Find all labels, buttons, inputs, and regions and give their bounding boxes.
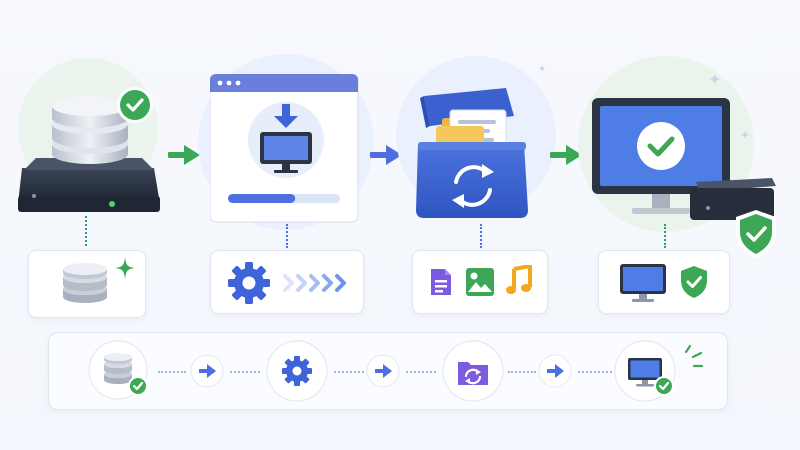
music-note-icon (505, 265, 533, 297)
dotted-connector (230, 371, 260, 373)
summary-step-monitor-check (614, 340, 680, 404)
database-icon (59, 261, 111, 309)
sparkle-icon (115, 257, 135, 279)
dotted-connector (664, 224, 666, 248)
dotted-connector (286, 224, 288, 248)
dotted-connector (406, 371, 436, 373)
destination-detail-card (598, 250, 730, 314)
dotted-connector (508, 371, 536, 373)
sync-detail-card (412, 250, 548, 314)
install-progress-fill (228, 194, 296, 203)
shield-check-icon (732, 208, 780, 260)
download-window-icon (210, 74, 360, 224)
dotted-connector (334, 371, 364, 373)
arrow-right-icon (366, 354, 400, 388)
install-detail-card (210, 250, 364, 314)
monitor-icon (619, 263, 667, 303)
sparkle-icon: ✦ (740, 128, 751, 142)
sparkle-icon: ✦ (538, 64, 547, 75)
summary-step-folder-sync (442, 340, 504, 402)
arrow-right-icon (550, 143, 584, 167)
source-check-badge-icon (116, 86, 154, 124)
arrow-right-icon (370, 143, 404, 167)
chevrons-right-icon (283, 273, 349, 293)
summary-step-database-check (88, 340, 152, 404)
image-icon (465, 267, 495, 297)
summary-step-gear (266, 340, 328, 402)
dotted-connector (158, 371, 186, 373)
dotted-connector (578, 371, 612, 373)
dotted-connector (480, 224, 482, 248)
dotted-connector (85, 216, 87, 246)
database-server-icon (14, 96, 164, 226)
arrow-right-icon (168, 143, 202, 167)
gear-icon (227, 261, 271, 305)
document-icon (429, 267, 453, 297)
sparkle-icon: ✦ (708, 70, 722, 89)
sync-box-icon (410, 86, 540, 226)
source-detail-card (28, 250, 146, 318)
arrow-right-icon (538, 354, 572, 388)
arrow-right-icon (190, 354, 224, 388)
burst-lines-icon (680, 342, 710, 372)
monitor-check-icon (592, 98, 742, 228)
shield-check-icon (679, 265, 709, 299)
